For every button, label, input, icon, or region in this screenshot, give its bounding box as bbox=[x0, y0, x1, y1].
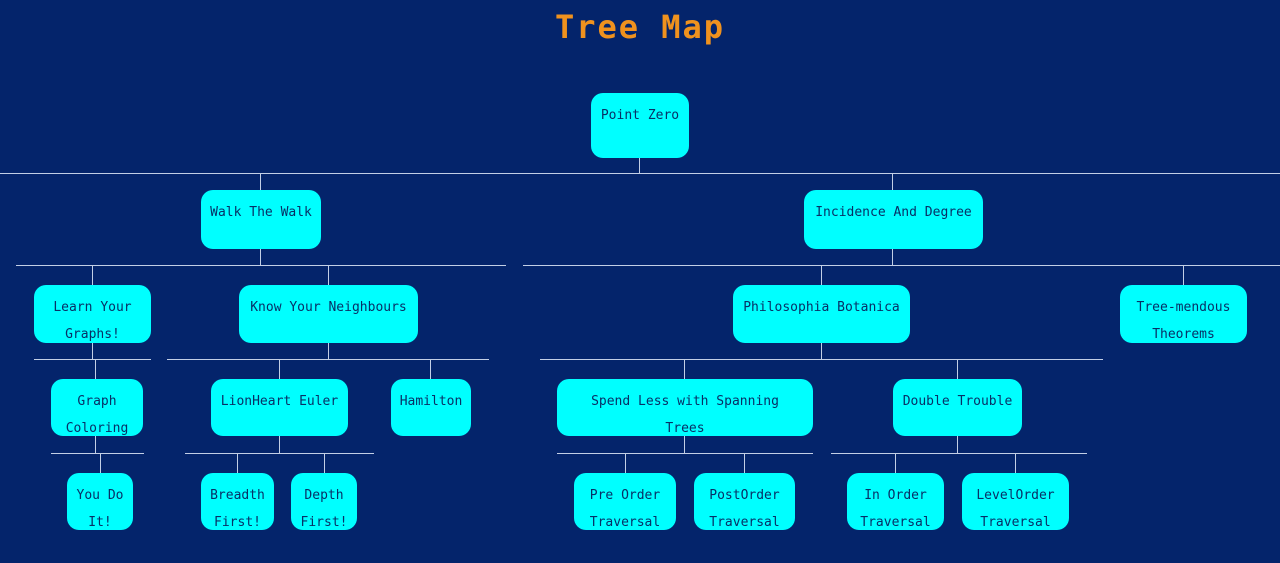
node-point-zero[interactable]: Point Zero bbox=[591, 93, 689, 158]
connector-drop-pre-order bbox=[625, 453, 626, 475]
connector-drop-depth-first bbox=[324, 453, 325, 475]
connector-philosophia-botanica-down bbox=[821, 342, 822, 359]
connector-bus-level3-right bbox=[523, 265, 1280, 266]
connector-bus-level4-neighbours bbox=[167, 359, 489, 360]
node-breadth-first[interactable]: Breadth First! bbox=[201, 473, 274, 530]
connector-graph-coloring-down bbox=[95, 435, 96, 453]
connector-lionheart-euler-down bbox=[279, 435, 280, 453]
connector-know-your-neighbours-down bbox=[328, 342, 329, 359]
connector-walk-the-walk-down bbox=[260, 248, 261, 266]
node-double-trouble[interactable]: Double Trouble bbox=[893, 379, 1022, 436]
connector-bus-level5-you-do-it bbox=[51, 453, 144, 454]
node-depth-first[interactable]: Depth First! bbox=[291, 473, 357, 530]
connector-bus-level4-graph-coloring bbox=[34, 359, 151, 360]
connector-bus-level5-spanning bbox=[557, 453, 813, 454]
node-tree-mendous-theorems[interactable]: Tree-mendous Theorems bbox=[1120, 285, 1247, 343]
connector-drop-level-order bbox=[1015, 453, 1016, 475]
node-walk-the-walk[interactable]: Walk The Walk bbox=[201, 190, 321, 249]
node-hamilton[interactable]: Hamilton bbox=[391, 379, 471, 436]
connector-learn-your-graphs-down bbox=[92, 342, 93, 359]
page-title: Tree Map bbox=[554, 8, 726, 46]
node-pre-order-traversal[interactable]: Pre Order Traversal bbox=[574, 473, 676, 530]
connector-drop-in-order bbox=[895, 453, 896, 475]
node-you-do-it[interactable]: You Do It! bbox=[67, 473, 133, 530]
node-post-order-traversal[interactable]: PostOrder Traversal bbox=[694, 473, 795, 530]
connector-drop-lionheart-euler bbox=[279, 359, 280, 381]
connector-bus-level2 bbox=[0, 173, 1280, 174]
connector-double-trouble-down bbox=[957, 435, 958, 453]
connector-drop-know-your-neighbours bbox=[328, 265, 329, 287]
node-in-order-traversal[interactable]: In Order Traversal bbox=[847, 473, 944, 530]
connector-drop-breadth-first bbox=[237, 453, 238, 475]
connector-bus-level4-botanica bbox=[540, 359, 1103, 360]
node-graph-coloring[interactable]: Graph Coloring bbox=[51, 379, 143, 436]
connector-root-down bbox=[639, 155, 640, 174]
connector-bus-level5-double bbox=[831, 453, 1087, 454]
connector-bus-level3-left bbox=[16, 265, 506, 266]
connector-drop-incidence-and-degree bbox=[892, 173, 893, 193]
connector-drop-walk-the-walk bbox=[260, 173, 261, 193]
connector-drop-tree-mendous-theorems bbox=[1183, 265, 1184, 287]
node-learn-your-graphs[interactable]: Learn Your Graphs! bbox=[34, 285, 151, 343]
connector-drop-post-order bbox=[744, 453, 745, 475]
connector-drop-graph-coloring bbox=[95, 359, 96, 381]
connector-spanning-trees-down bbox=[684, 435, 685, 453]
node-know-your-neighbours[interactable]: Know Your Neighbours bbox=[239, 285, 418, 343]
connector-drop-spanning-trees bbox=[684, 359, 685, 381]
node-spend-less-with-spanning-trees[interactable]: Spend Less with Spanning Trees bbox=[557, 379, 813, 436]
connector-drop-learn-your-graphs bbox=[92, 265, 93, 287]
node-level-order-traversal[interactable]: LevelOrder Traversal bbox=[962, 473, 1069, 530]
node-incidence-and-degree[interactable]: Incidence And Degree bbox=[804, 190, 983, 249]
connector-drop-double-trouble bbox=[957, 359, 958, 381]
node-philosophia-botanica[interactable]: Philosophia Botanica bbox=[733, 285, 910, 343]
connector-drop-philosophia-botanica bbox=[821, 265, 822, 287]
connector-incidence-down bbox=[892, 248, 893, 266]
connector-bus-level5-euler bbox=[185, 453, 374, 454]
connector-drop-you-do-it bbox=[100, 453, 101, 475]
connector-drop-hamilton bbox=[430, 359, 431, 381]
node-lionheart-euler[interactable]: LionHeart Euler bbox=[211, 379, 348, 436]
